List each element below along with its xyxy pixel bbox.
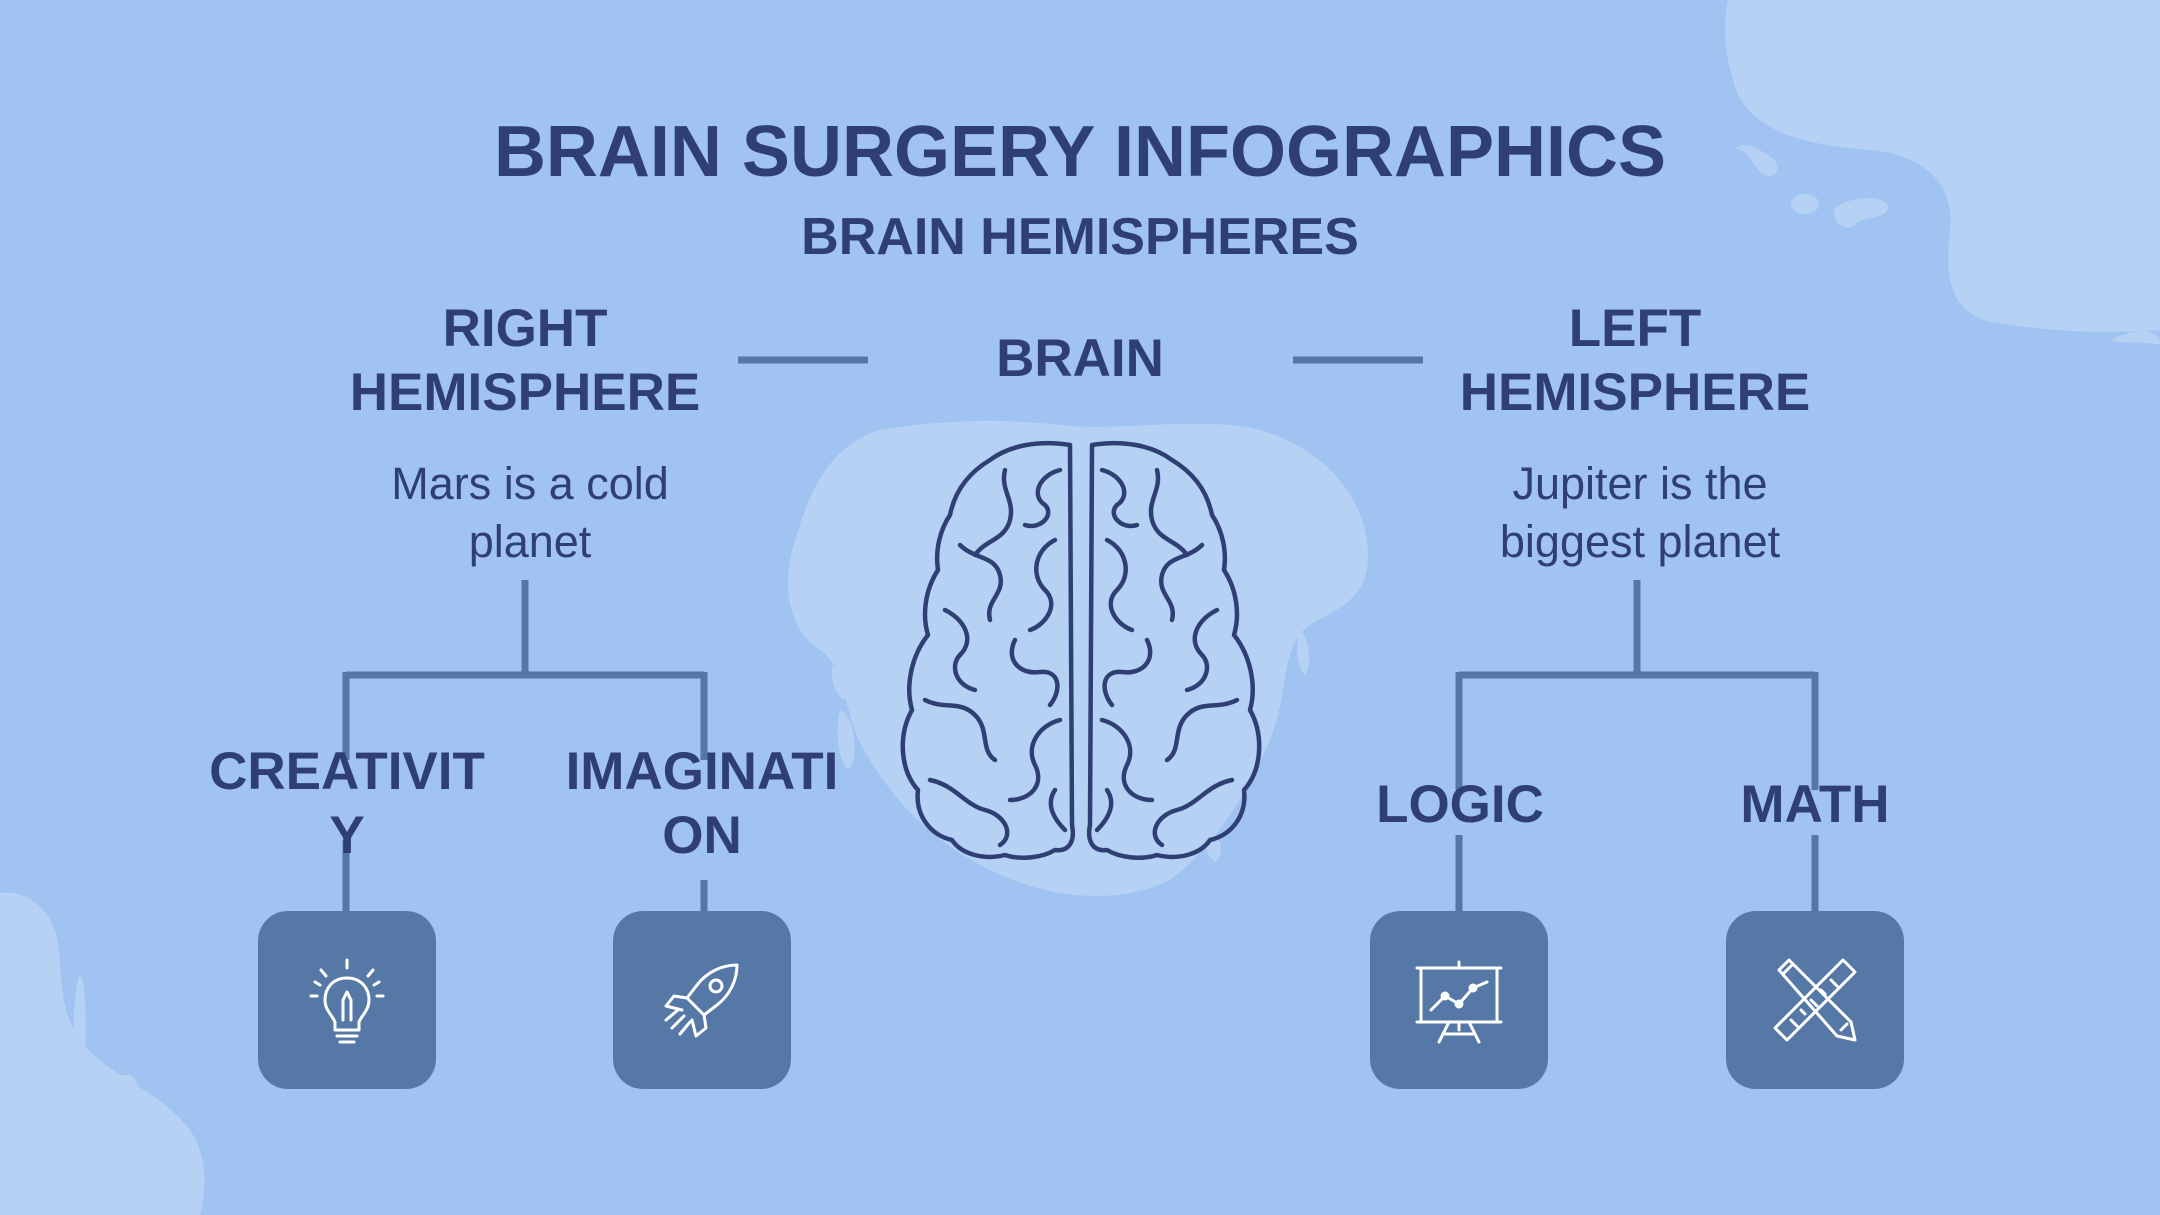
creativity-icon-box: [258, 911, 436, 1089]
rocket-icon: [664, 963, 739, 1038]
page-title: BRAIN SURGERY INFOGRAPHICS: [493, 112, 1667, 192]
page-subtitle: BRAIN HEMISPHERES: [801, 208, 1359, 266]
math-icon-box: [1726, 911, 1904, 1089]
presentation-chart-icon: [1415, 960, 1503, 1044]
connector-lines: [342, 356, 1819, 915]
lightbulb-icon: [309, 958, 385, 1044]
imagination-label: IMAGINATION: [565, 742, 839, 865]
left-hemisphere-description: Jupiter is the biggest planet: [1499, 458, 1781, 567]
creativity-label: CREATIVITY: [209, 742, 485, 865]
ruler-pencil-icon: [1773, 958, 1857, 1042]
logic-label: LOGIC: [1376, 775, 1544, 834]
left-hemisphere-title: LEFT HEMISPHERE: [1459, 299, 1811, 422]
brain-label: BRAIN: [996, 329, 1164, 388]
right-hemisphere-description: Mars is a cold planet: [391, 458, 669, 567]
math-label: MATH: [1740, 775, 1890, 834]
imagination-icon-box: [613, 911, 791, 1089]
brain-illustration: [900, 440, 1262, 860]
logic-icon-box: [1370, 911, 1548, 1089]
right-hemisphere-title: RIGHT HEMISPHERE: [349, 299, 701, 422]
